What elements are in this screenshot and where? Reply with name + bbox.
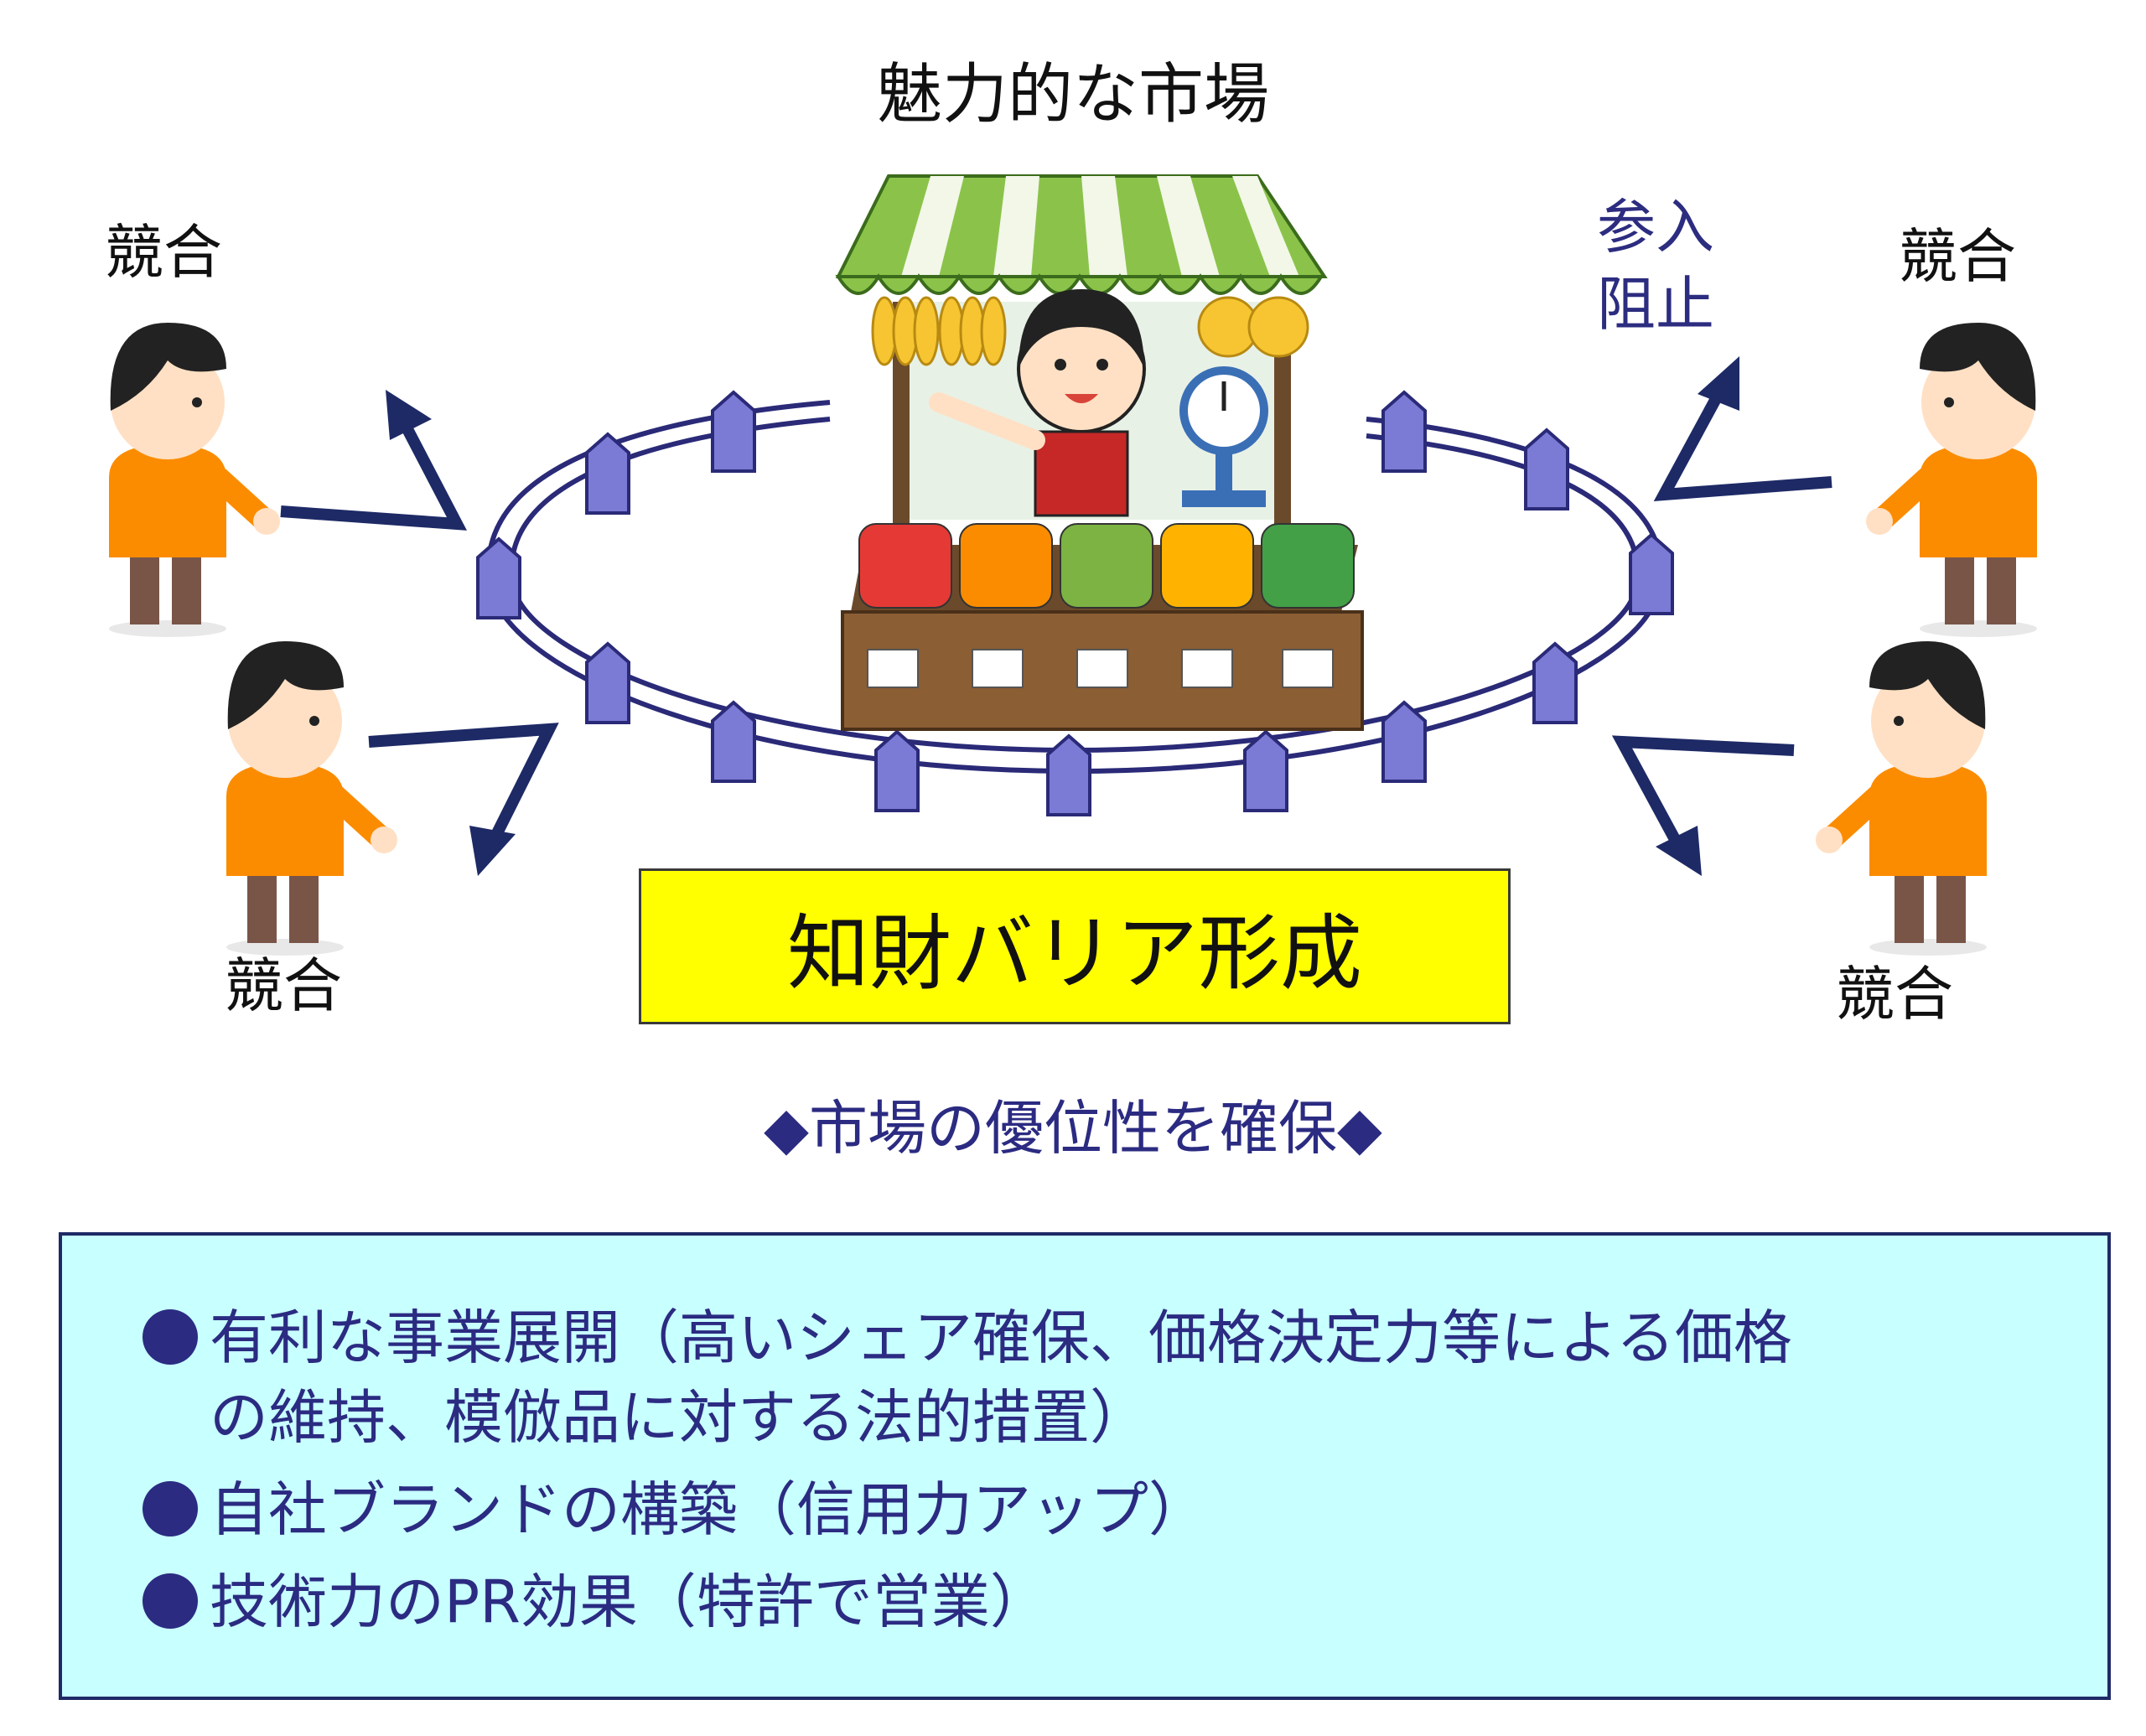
fence-post — [874, 729, 920, 812]
fence-post — [1381, 390, 1427, 473]
competitor-person — [1816, 641, 1987, 956]
arrowhead — [1656, 826, 1702, 876]
arrowhead — [386, 390, 432, 440]
entry-block-label-line2: 阻止 — [1597, 270, 1714, 339]
bullet-icon — [143, 1481, 198, 1536]
benefit-item-3-text: 技術力のPR効果（特許で営業） — [210, 1568, 1049, 1636]
competitor-person — [1866, 323, 2037, 637]
fence-post — [476, 536, 521, 619]
market-advantage-label: ◆市場の優位性を確保◆ — [764, 1094, 1382, 1163]
fence-post — [711, 700, 756, 783]
market-stall-illustration — [835, 174, 1364, 731]
ip-barrier-box: 知財バリア形成 — [639, 868, 1511, 1024]
fence-post — [1046, 733, 1091, 816]
fence-post — [711, 390, 756, 473]
competitor-person — [226, 641, 397, 956]
blocked-arrows — [280, 391, 1832, 846]
fence-post — [1243, 729, 1288, 812]
fence-post — [1629, 532, 1674, 615]
competitor-person — [109, 323, 280, 637]
arrowhead — [469, 826, 516, 876]
benefit-item-3: 技術力のPR効果（特許で営業） — [143, 1555, 1049, 1640]
bounce-arrow — [368, 723, 559, 842]
entry-block-label: 参入 阻止 — [1597, 189, 1714, 343]
benefit-item-2: 自社ブランドの構築（信用力アップ） — [143, 1463, 1207, 1547]
competitor-label-top-left: 競合 — [105, 218, 222, 287]
fence-post — [585, 432, 630, 515]
entry-block-label-line1: 参入 — [1597, 193, 1714, 262]
ip-barrier-label: 知財バリア形成 — [786, 906, 1362, 1002]
benefit-item-1-continuation: の維持、模倣品に対する法的措置） — [210, 1383, 1148, 1452]
bullet-icon — [143, 1573, 198, 1629]
fence-post — [1532, 641, 1578, 724]
fence-posts — [476, 390, 1674, 816]
bullet-icon — [143, 1309, 198, 1365]
fence-post — [1381, 700, 1427, 783]
benefit-item-1: 有利な事業展開（高いシェア確保、価格決定力等による価格 — [143, 1291, 1792, 1376]
competitor-label-top-right: 競合 — [1899, 222, 2016, 291]
competitor-label-bottom-right: 競合 — [1836, 960, 1953, 1029]
benefit-item-1-line1: 有利な事業展開（高いシェア確保、価格決定力等による価格 — [210, 1303, 1792, 1372]
arrowhead — [1698, 356, 1739, 411]
benefits-box — [59, 1232, 2111, 1700]
fence-post — [1524, 428, 1569, 510]
bounce-arrow — [1611, 735, 1795, 846]
benefit-item-2-text: 自社ブランドの構築（信用力アップ） — [210, 1475, 1207, 1544]
bounce-arrow — [280, 424, 468, 531]
fence-post — [585, 641, 630, 724]
bounce-arrow — [1653, 391, 1832, 501]
market-title: 魅力的な市場 — [876, 57, 1269, 132]
competitor-label-bottom-left: 競合 — [225, 951, 342, 1020]
